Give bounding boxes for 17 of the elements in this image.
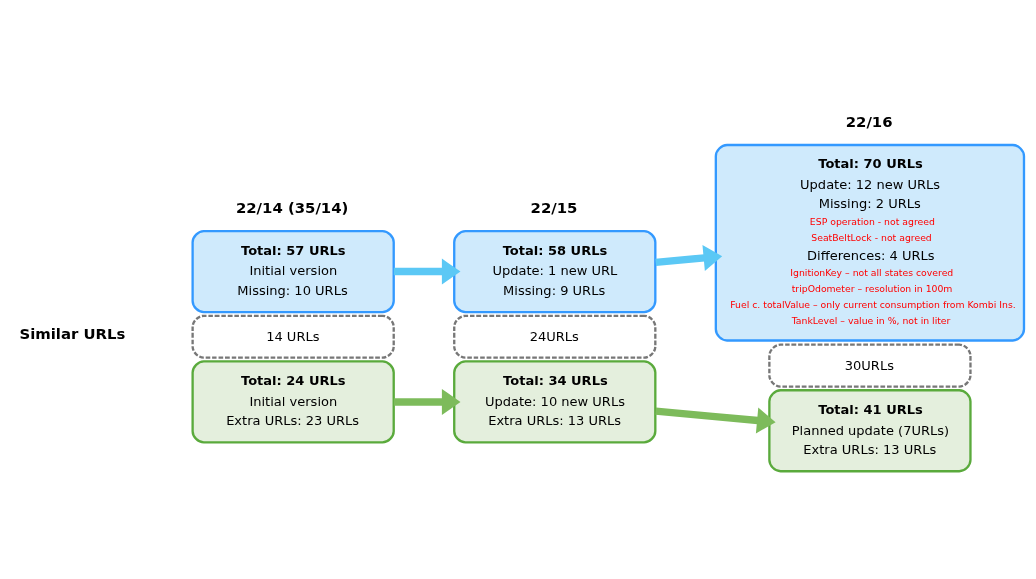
node-box: Total: 41 URLs Planned update (7URLs) Extra URLs: 13 URLs (768, 389, 972, 473)
arrow (655, 407, 776, 434)
arrow (393, 258, 461, 285)
arrow (655, 245, 723, 271)
node-box: 24URLs (453, 314, 657, 359)
label: Similar URLs (19, 325, 126, 344)
label: 22/15 (530, 198, 578, 217)
node-box: Total: 58 URLs Update: 1 new URL Missing: 9 URLs (453, 229, 657, 314)
label: 22/14 (35/14) (235, 198, 349, 217)
node-box: 14 URLs (191, 314, 395, 359)
node-box: Total: 34 URLs Update: 10 new URLs Extra URLs: 13 URLs (453, 360, 657, 444)
node-box: Total: 57 URLs Initial version Missing: 10 URLs (191, 229, 395, 314)
label: 22/16 (845, 113, 893, 132)
node-box: 30URLs (768, 343, 972, 388)
arrow (393, 388, 461, 415)
node-box: Total: 70 URLs Update: 12 new URLs Missing: 2 URLs ESP operation - not agreed SeatBeltLock - not agreed Differences: 4 URLs IgnitionKey – not all states covered tripOdometer – resolution in 100m Fuel c. totalValue – only current consumption from Kombi Ins. TankLevel – value in %, not in liter (714, 143, 1026, 342)
node-box: Total: 24 URLs Initial version Extra URLs: 23 URLs (191, 360, 395, 444)
